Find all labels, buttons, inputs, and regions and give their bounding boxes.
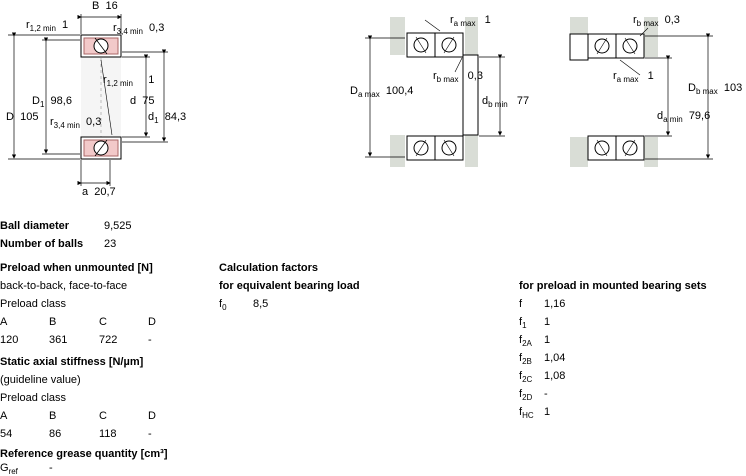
dim-da-min: da min 79,6 [657, 110, 711, 124]
preload-value-b: 361 [49, 334, 68, 346]
calc-f2c-value: 1,08 [544, 370, 566, 382]
calc-f2a-symbol: f2A [519, 334, 532, 348]
calc-f2d-symbol: f2D [519, 388, 533, 402]
dim-a: a 20,7 [82, 186, 116, 198]
preload-class-label: Preload class [0, 298, 67, 310]
calc-f-symbol: f [519, 298, 523, 310]
dim-Da-max: Da max 100,4 [350, 85, 414, 99]
preload-arrangement: back-to-back, face-to-face [0, 280, 128, 292]
mounting-drawing-2 [569, 17, 713, 167]
stiffness-class-label: Preload class [0, 392, 67, 404]
ball-diameter-value: 9,525 [104, 220, 132, 232]
bearing-drawings [8, 14, 713, 186]
calc-f2c-symbol: f2C [519, 370, 533, 384]
calc-title: Calculation factors [219, 262, 319, 274]
stiffness-class-d: D [148, 410, 156, 422]
calc-fhc-symbol: fHC [519, 406, 534, 420]
calc-fhc-value: 1 [544, 406, 551, 418]
stiffness-class-a: A [0, 410, 8, 422]
number-of-balls-value: 23 [104, 238, 117, 250]
stiffness-value-b: 86 [49, 428, 62, 440]
number-of-balls-label: Number of balls [0, 238, 84, 250]
preload-class-d: D [148, 316, 156, 328]
dim-ra-max-2: ra max 1 [613, 70, 654, 84]
calc-mounted-title: for preload in mounted bearing sets [519, 280, 707, 292]
grease-title: Reference grease quantity [cm³] [0, 448, 168, 460]
dim-r12-top: r1,2 min 1 [26, 19, 69, 33]
grease-value: - [49, 462, 53, 474]
preload-value-c: 722 [99, 334, 118, 346]
calc-f2a-value: 1 [544, 334, 551, 346]
calc-f1-value: 1 [544, 316, 551, 328]
stiffness-value-c: 118 [99, 428, 117, 440]
stiffness-title: Static axial stiffness [N/µm] [0, 356, 144, 368]
calc-f1-symbol: f1 [519, 316, 527, 330]
dim-d1: d1 84,3 [148, 111, 187, 125]
dim-B: B 16 [92, 0, 118, 12]
ball-diameter-label: Ball diameter [0, 220, 70, 232]
bearing-cross-section [8, 14, 168, 186]
preload-class-b: B [49, 316, 57, 328]
dim-rb-max-2: rb max 0,3 [633, 14, 680, 28]
preload-value-a: 120 [0, 334, 19, 346]
mounting-drawing-1 [365, 17, 505, 167]
calc-f2b-value: 1,04 [544, 352, 566, 364]
dim-r34-top: r3,4 min 0,3 [113, 22, 165, 36]
calc-equivalent-title: for equivalent bearing load [219, 280, 360, 292]
stiffness-class-c: C [99, 410, 107, 422]
calc-f-value: 1,16 [544, 298, 566, 310]
calc-f2d-value: - [544, 388, 548, 400]
dim-rb-max-1: rb max 0,3 [433, 70, 483, 84]
grease-symbol: Gref [0, 462, 18, 476]
preload-title: Preload when unmounted [N] [0, 262, 153, 274]
calc-f2b-symbol: f2B [519, 352, 532, 366]
dim-d: d 75 [130, 95, 155, 107]
dim-ra-max-1: ra max 1 [450, 14, 491, 28]
stiffness-value-a: 54 [0, 428, 13, 440]
stiffness-value-d: - [148, 428, 152, 440]
calc-f0-value: 8,5 [253, 298, 269, 310]
calc-f0-symbol: f0 [219, 298, 227, 312]
stiffness-class-b: B [49, 410, 57, 422]
dim-D1: D1 98,6 [32, 95, 72, 109]
preload-value-d: - [148, 334, 152, 346]
dim-db-min: db min 77 [482, 95, 530, 109]
dim-r34-mid: r3,4 min 0,3 [50, 116, 102, 130]
dim-D: D 105 [6, 111, 39, 123]
dim-r12-mid: r1,2 min 1 [103, 74, 155, 88]
preload-class-a: A [0, 316, 8, 328]
stiffness-note: (guideline value) [0, 374, 81, 386]
dim-Db-max: Db max 103 [688, 82, 743, 96]
preload-class-c: C [99, 316, 107, 328]
